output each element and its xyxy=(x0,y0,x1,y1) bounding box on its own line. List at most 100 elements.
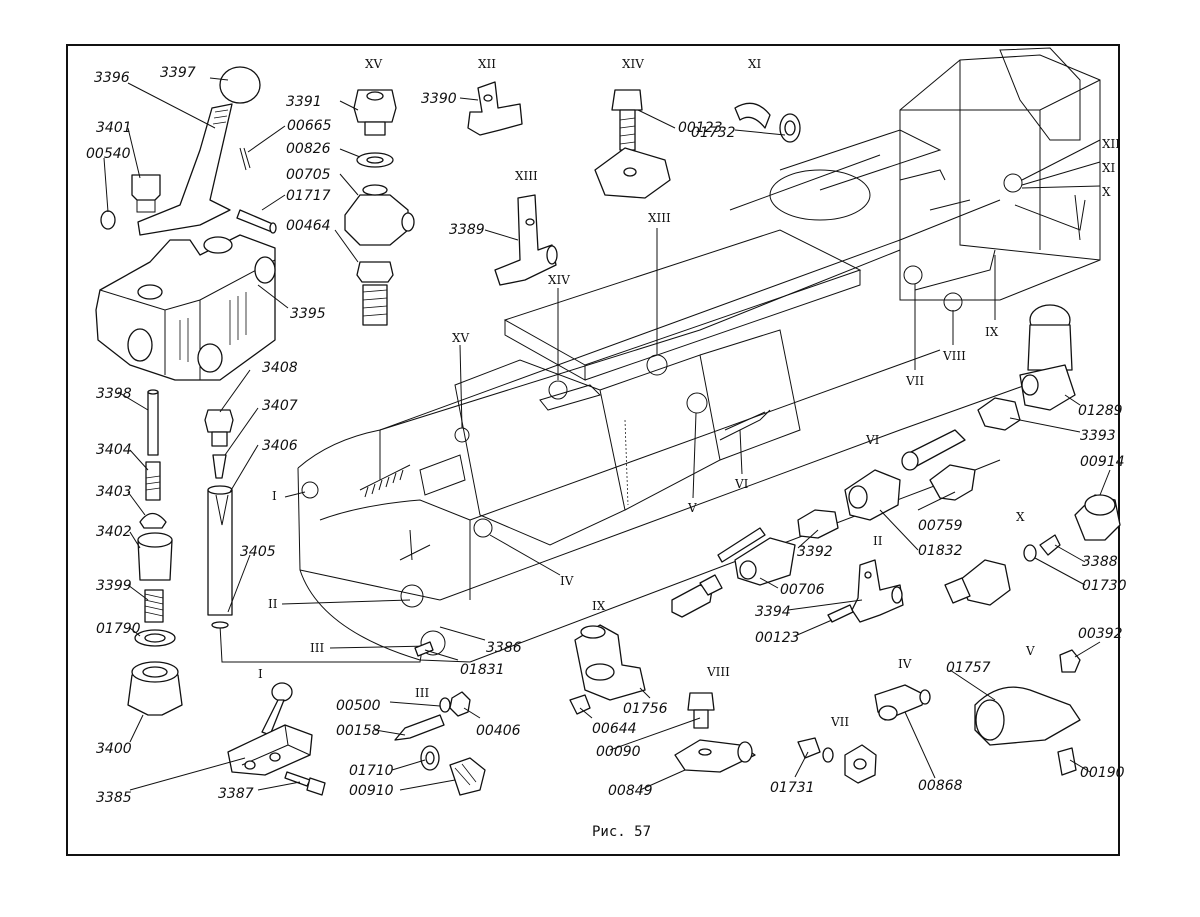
bolt-00123 xyxy=(611,89,643,111)
part-label: 00910 xyxy=(349,783,394,799)
fitting-3393 xyxy=(977,397,1021,431)
part-label: 3403 xyxy=(96,484,132,500)
clamp-v xyxy=(974,649,1081,776)
part-label: 3385 xyxy=(96,790,132,806)
bolt-00158 xyxy=(394,714,445,741)
figure-frame xyxy=(66,44,1120,856)
nut-00464 xyxy=(356,261,394,283)
roman-label: IV xyxy=(560,574,574,588)
bracket-3390 xyxy=(467,81,523,136)
part-label: 00868 xyxy=(918,778,963,794)
fitting-3388 xyxy=(1039,534,1061,556)
part-label: 01717 xyxy=(286,188,331,204)
part-label: 01790 xyxy=(96,621,141,637)
part-label: 01730 xyxy=(1082,578,1127,594)
bolt-00123-b xyxy=(827,604,854,623)
part-label: 3387 xyxy=(218,786,254,802)
part-label: 00706 xyxy=(780,582,825,598)
pin-3404 xyxy=(145,461,161,501)
nut-00392 xyxy=(1059,649,1081,673)
bracket-3389 xyxy=(494,194,557,286)
roman-label: IV xyxy=(898,657,912,671)
part-label: 3397 xyxy=(160,65,196,81)
part-label: 3405 xyxy=(240,544,276,560)
part-label: 3402 xyxy=(96,524,132,540)
part-label: 00665 xyxy=(287,118,332,134)
leader-lines xyxy=(103,77,1111,791)
part-label: 00123 xyxy=(755,630,800,646)
roman-label: II xyxy=(268,597,278,611)
part-label: 00644 xyxy=(592,721,637,737)
fitting-3392 xyxy=(797,509,839,539)
part-label: 00826 xyxy=(286,141,331,157)
roman-label: II xyxy=(873,534,883,548)
hose-xi xyxy=(734,102,771,129)
part-label: 3401 xyxy=(96,120,132,136)
part-label: 3391 xyxy=(286,94,322,110)
roman-label: XII xyxy=(1102,137,1120,151)
valve-assembly-left xyxy=(95,66,277,716)
plug-3401 xyxy=(131,174,161,201)
plug-01731 xyxy=(797,737,821,759)
bolt-00090 xyxy=(687,692,715,711)
part-label: 01832 xyxy=(918,543,963,559)
tube-3406 xyxy=(207,489,233,616)
clamp-00759 xyxy=(929,464,976,501)
roman-label: XI xyxy=(1102,161,1116,175)
fitting-chain-right xyxy=(671,304,1076,618)
roman-label: VI xyxy=(865,433,880,447)
screw-00644 xyxy=(569,694,591,715)
valve-body-3395 xyxy=(95,234,276,381)
cone-3403 xyxy=(139,512,167,529)
part-label: 3406 xyxy=(262,438,298,454)
nut-3408 xyxy=(204,409,234,433)
valve-3385 xyxy=(227,682,326,796)
part-label: 00090 xyxy=(596,744,641,760)
part-label: 3399 xyxy=(96,578,132,594)
spring-3399 xyxy=(144,589,164,623)
roman-label: I xyxy=(258,667,263,681)
part-label: 00849 xyxy=(608,783,653,799)
part-label: 00406 xyxy=(476,723,521,739)
part-label: 00464 xyxy=(286,218,331,234)
pin-00665 xyxy=(239,147,251,171)
fitting-01289 xyxy=(1027,324,1073,371)
roman-label: IX xyxy=(985,325,999,339)
part-label: 00540 xyxy=(86,146,131,162)
washer-00540 xyxy=(100,210,116,230)
pin-3407 xyxy=(212,454,227,479)
roman-detail-markers: I I II II III III IV IV V V VI VI VII VI… xyxy=(258,57,1120,729)
roman-label: IX xyxy=(592,599,606,613)
tee-00705 xyxy=(344,194,409,246)
chassis-outline xyxy=(219,47,1101,663)
clamp-iv xyxy=(874,684,931,721)
tee-fitting-stack xyxy=(344,89,415,326)
roman-label: VIII xyxy=(942,349,966,363)
part-label: 00705 xyxy=(286,167,331,183)
roman-label: XIII xyxy=(648,211,671,225)
part-label: 01710 xyxy=(349,763,394,779)
roman-label: V xyxy=(1025,644,1035,658)
part-label: 3404 xyxy=(96,442,132,458)
part-label: 01756 xyxy=(623,701,668,717)
part-label: 00123 xyxy=(678,120,723,136)
roman-label: VI xyxy=(734,477,749,491)
part-label: 3407 xyxy=(262,398,298,414)
roman-label: XV xyxy=(365,57,383,71)
clamp-ix xyxy=(569,624,646,715)
bolt-00190 xyxy=(1057,747,1077,776)
part-label: 3396 xyxy=(94,70,130,86)
part-label: 00759 xyxy=(918,518,963,534)
part-label: 3392 xyxy=(797,544,833,560)
roman-label: I xyxy=(272,489,277,503)
ball-3405 xyxy=(211,621,229,629)
plunger-column xyxy=(204,409,234,629)
knob-3397 xyxy=(219,66,261,104)
bracket-ii xyxy=(827,559,904,623)
fitting-00910 xyxy=(449,757,486,796)
roman-label: XIII xyxy=(515,169,538,183)
shaft-01717 xyxy=(236,209,276,233)
rod-3398 xyxy=(147,391,159,456)
top-small-parts xyxy=(467,81,801,286)
part-label: 3390 xyxy=(421,91,457,107)
